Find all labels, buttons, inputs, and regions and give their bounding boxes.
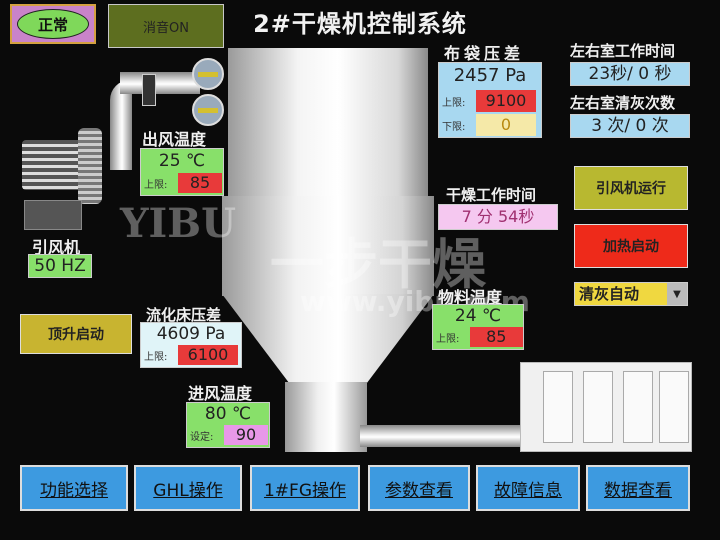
fan-frequency: 50 HZ <box>28 254 92 278</box>
outlet-temp-upper[interactable]: 85 <box>178 173 222 193</box>
fan-impeller-icon <box>78 128 102 204</box>
material-temp-label: 物料温度 <box>438 288 503 307</box>
bed-pressure-panel: 4609 Pa 上限: 6100 <box>140 322 242 368</box>
fan-motor-icon <box>22 140 82 190</box>
nav-parameter-view[interactable]: 参数查看 <box>368 465 470 511</box>
upper-limit-label: 上限: <box>436 333 460 345</box>
valve-icon <box>192 58 224 90</box>
drying-time-label: 干燥工作时间 <box>446 186 537 204</box>
page-title: 2#干燥机控制系统 <box>253 10 467 38</box>
pipe-flange <box>142 74 156 106</box>
dryer-tower-top <box>228 48 428 198</box>
bag-pressure-lower[interactable]: 0 <box>476 114 536 136</box>
material-temp-value: 24 ℃ <box>454 306 502 326</box>
fan-label: 引风机 <box>32 238 81 257</box>
outlet-temp-value: 25 ℃ <box>158 151 206 171</box>
nav-ghl-operation[interactable]: GHL操作 <box>134 465 242 511</box>
chamber-clean-count-label: 左右室清灰次数 <box>570 94 676 112</box>
chamber-clean-count-value: 3 次/ 0 次 <box>570 114 690 138</box>
material-temp-upper[interactable]: 85 <box>469 327 523 347</box>
inlet-temp-label: 进风温度 <box>188 384 253 403</box>
bag-pressure-panel: 2457 Pa 上限: 9100 下限: 0 <box>438 62 542 138</box>
chevron-down-icon[interactable]: ▼ <box>667 283 687 305</box>
outlet-temp-label: 出风温度 <box>142 130 207 149</box>
inlet-temp-setpoint[interactable]: 90 <box>224 425 268 445</box>
bed-pressure-value: 4609 Pa <box>156 324 226 344</box>
mute-button[interactable]: 消音ON <box>108 4 224 48</box>
dryer-inlet-neck <box>285 382 367 452</box>
outlet-pipe-top <box>120 72 200 94</box>
dryer-tower-body <box>222 196 434 296</box>
upper-limit-label: 上限: <box>144 351 168 363</box>
bed-pressure-upper[interactable]: 6100 <box>178 345 238 365</box>
valve-icon <box>192 94 224 126</box>
bag-pressure-value: 2457 Pa <box>453 65 527 86</box>
upper-limit-label: 上限: <box>442 97 466 109</box>
lower-limit-label: 下限: <box>442 121 466 133</box>
outlet-temp-panel: 25 ℃ 上限: 85 <box>140 148 224 196</box>
watermark-cn: 一步干燥 <box>270 233 486 296</box>
inlet-temp-value: 80 ℃ <box>204 404 252 424</box>
bag-filter-icon <box>520 362 692 452</box>
setpoint-label: 设定: <box>190 431 214 443</box>
outlet-pipe-vertical <box>110 80 132 170</box>
bag-pressure-label: 布袋压差 <box>444 44 525 63</box>
bag-pressure-upper[interactable]: 9100 <box>476 90 536 112</box>
chamber-work-time-label: 左右室工作时间 <box>570 42 676 60</box>
nav-function-select[interactable]: 功能选择 <box>20 465 128 511</box>
drying-time-value: 7 分 54秒 <box>438 204 558 230</box>
nav-fault-info[interactable]: 故障信息 <box>476 465 580 511</box>
motor-base <box>24 200 82 230</box>
status-badge[interactable]: 正常 <box>10 4 96 44</box>
status-label: 正常 <box>17 9 89 39</box>
fan-run-button[interactable]: 引风机运行 <box>574 166 688 210</box>
material-temp-panel: 24 ℃ 上限: 85 <box>432 304 524 350</box>
nav-fg-operation[interactable]: 1#FG操作 <box>250 465 360 511</box>
lift-start-button[interactable]: 顶升启动 <box>20 314 132 354</box>
chamber-work-time-value: 23秒/ 0 秒 <box>570 62 690 86</box>
bed-pressure-label: 流化床压差 <box>146 306 222 324</box>
clean-mode-select[interactable]: 清灰自动 ▼ <box>574 282 688 306</box>
heat-start-button[interactable]: 加热启动 <box>574 224 688 268</box>
upper-limit-label: 上限: <box>144 179 168 191</box>
inlet-pipe <box>360 425 530 447</box>
clean-mode-value: 清灰自动 <box>579 285 640 303</box>
nav-data-view[interactable]: 数据查看 <box>586 465 690 511</box>
watermark-brand: YIBU <box>120 200 236 247</box>
inlet-temp-panel: 80 ℃ 设定: 90 <box>186 402 270 448</box>
